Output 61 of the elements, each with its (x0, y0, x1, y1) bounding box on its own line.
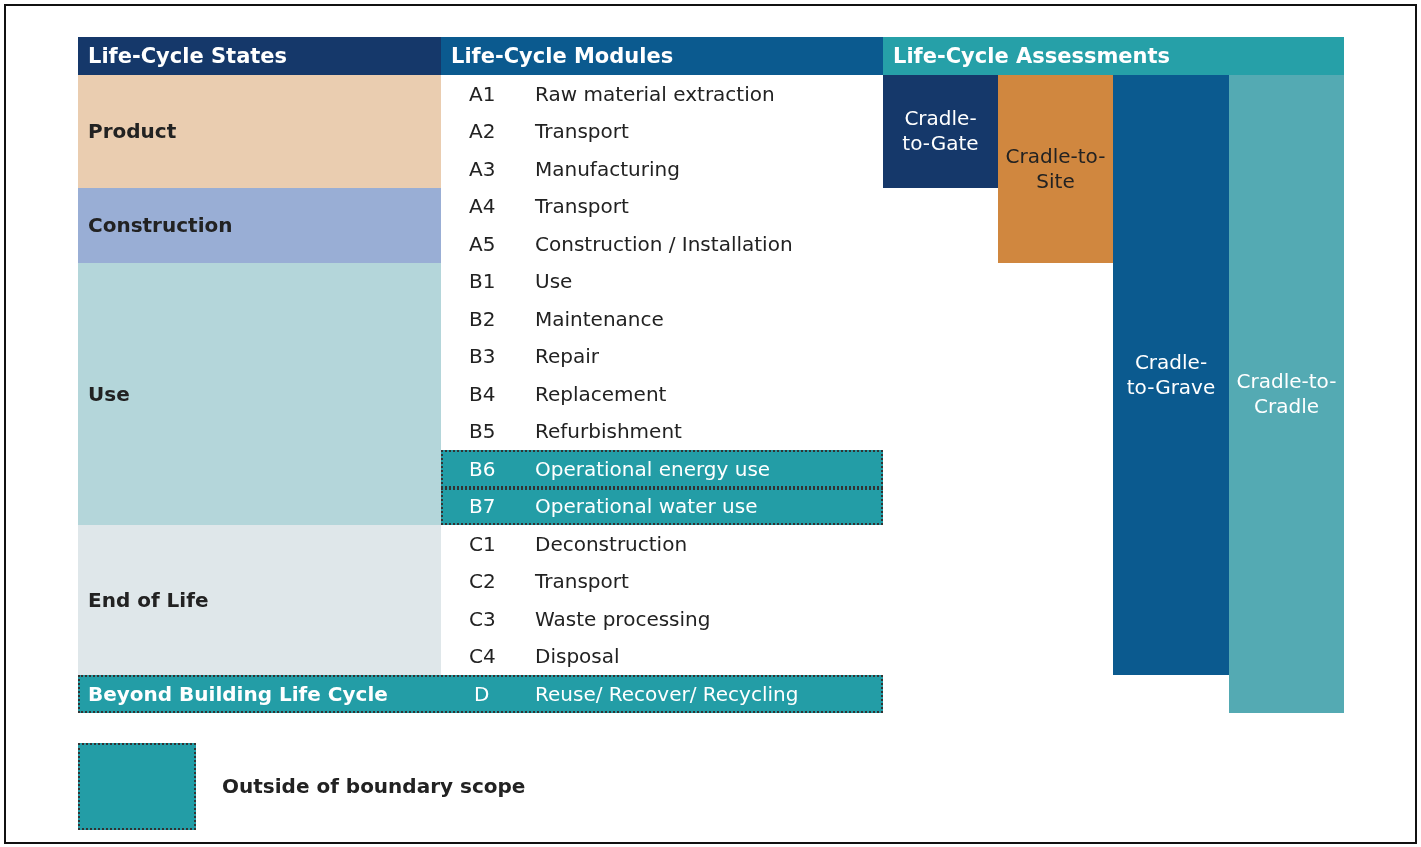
module-code: B1 (469, 269, 496, 294)
assessment-bar (883, 75, 998, 188)
module-name: Operational energy use (535, 456, 771, 481)
column-header: Life-Cycle Modules (451, 44, 674, 68)
module-code: C4 (469, 644, 496, 669)
module-name: Disposal (535, 644, 620, 669)
module-name: Raw material extraction (535, 81, 775, 106)
module-name: Operational water use (535, 494, 758, 519)
module-code: C3 (469, 606, 496, 631)
module-name: Use (535, 269, 573, 294)
module-code: B3 (469, 344, 496, 369)
module-code: C2 (469, 569, 496, 594)
module-name: Reuse/ Recover/ Recycling (535, 681, 799, 706)
module-code: B2 (469, 306, 496, 331)
column-header: Life-Cycle States (88, 44, 288, 68)
state-label: Use (88, 381, 130, 406)
assessment-label: Cradle-to-Grave (1125, 350, 1217, 400)
module-code: A1 (469, 81, 496, 106)
module-code: D (474, 681, 490, 706)
highlighted-module-row (441, 450, 883, 488)
module-name: Manufacturing (535, 156, 680, 181)
module-name: Transport (535, 119, 629, 144)
state-label: Beyond Building Life Cycle (88, 681, 388, 706)
module-code: B5 (469, 419, 496, 444)
module-name: Construction / Installation (535, 231, 793, 256)
highlighted-module-row (441, 487, 883, 525)
module-code: C1 (469, 531, 496, 556)
module-code: A2 (469, 119, 496, 144)
state-band (78, 75, 441, 188)
state-band (78, 262, 441, 525)
assessment-bar (998, 75, 1113, 263)
module-name: Repair (535, 344, 600, 369)
header-bar (441, 37, 883, 75)
column-header: Life-Cycle Assessments (893, 44, 1171, 68)
state-band (78, 525, 441, 675)
module-name: Transport (535, 569, 629, 594)
boundary-band (78, 675, 883, 713)
module-name: Waste processing (535, 606, 711, 631)
header-bar (883, 37, 1344, 75)
module-name: Transport (535, 194, 629, 219)
assessment-bar (1229, 75, 1344, 713)
assessment-label: Cradle-to-Cradle (1236, 368, 1337, 419)
assessment-label: Cradle-to-Gate (901, 106, 980, 157)
module-name: Replacement (535, 381, 667, 406)
module-code: A3 (469, 156, 496, 181)
module-name: Deconstruction (535, 531, 688, 556)
state-label: Product (88, 119, 177, 144)
module-name: Refurbishment (535, 419, 682, 444)
legend-text: Outside of boundary scope (222, 774, 526, 798)
module-code: B4 (469, 381, 496, 406)
module-code: B6 (469, 456, 496, 481)
state-label: Construction (88, 213, 233, 237)
module-code: A5 (469, 231, 496, 256)
assessment-label: Cradle-to-Site (1005, 143, 1106, 194)
state-label: End of Life (88, 588, 209, 612)
assessment-bar (1113, 75, 1229, 675)
module-code: B7 (469, 494, 496, 519)
state-band (78, 187, 441, 263)
module-name: Maintenance (535, 306, 664, 331)
module-code: A4 (469, 194, 496, 219)
header-bar (78, 37, 441, 75)
